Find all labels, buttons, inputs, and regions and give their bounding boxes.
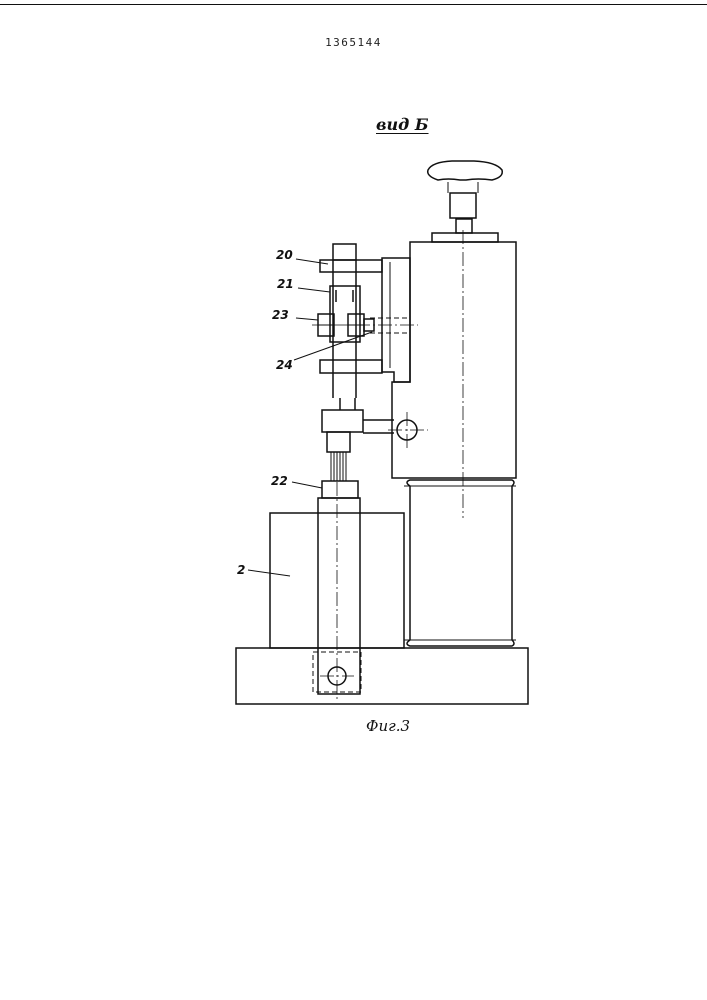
- leader-23: [296, 318, 318, 320]
- leader-22: [292, 482, 322, 488]
- callout-22: 22: [271, 474, 288, 488]
- callout-24: 24: [276, 358, 293, 372]
- leader-2: [248, 570, 290, 576]
- figure-caption: Фиг.3: [366, 717, 410, 735]
- leader-21: [298, 288, 330, 292]
- callout-2: 2: [237, 563, 245, 577]
- stem-lower: [456, 219, 472, 233]
- right-upper-body: [392, 242, 516, 478]
- top-collar: [432, 233, 498, 242]
- vertical-column: [318, 498, 360, 694]
- stem-upper: [450, 193, 476, 218]
- mounting-plate: [382, 258, 410, 382]
- top-knob: [428, 161, 503, 180]
- lower-arm: [320, 360, 382, 373]
- lower-clamp: [327, 432, 350, 452]
- holder-block: [322, 410, 363, 432]
- base-plate: [236, 648, 528, 704]
- callout-23: 23: [272, 308, 289, 322]
- callout-20: 20: [276, 248, 293, 262]
- callout-21: 21: [277, 277, 294, 291]
- right-lower-body: [407, 480, 514, 646]
- upper-arm-20: [320, 260, 382, 272]
- part-22-cap: [322, 481, 358, 498]
- shaft-top-cap: [333, 244, 356, 260]
